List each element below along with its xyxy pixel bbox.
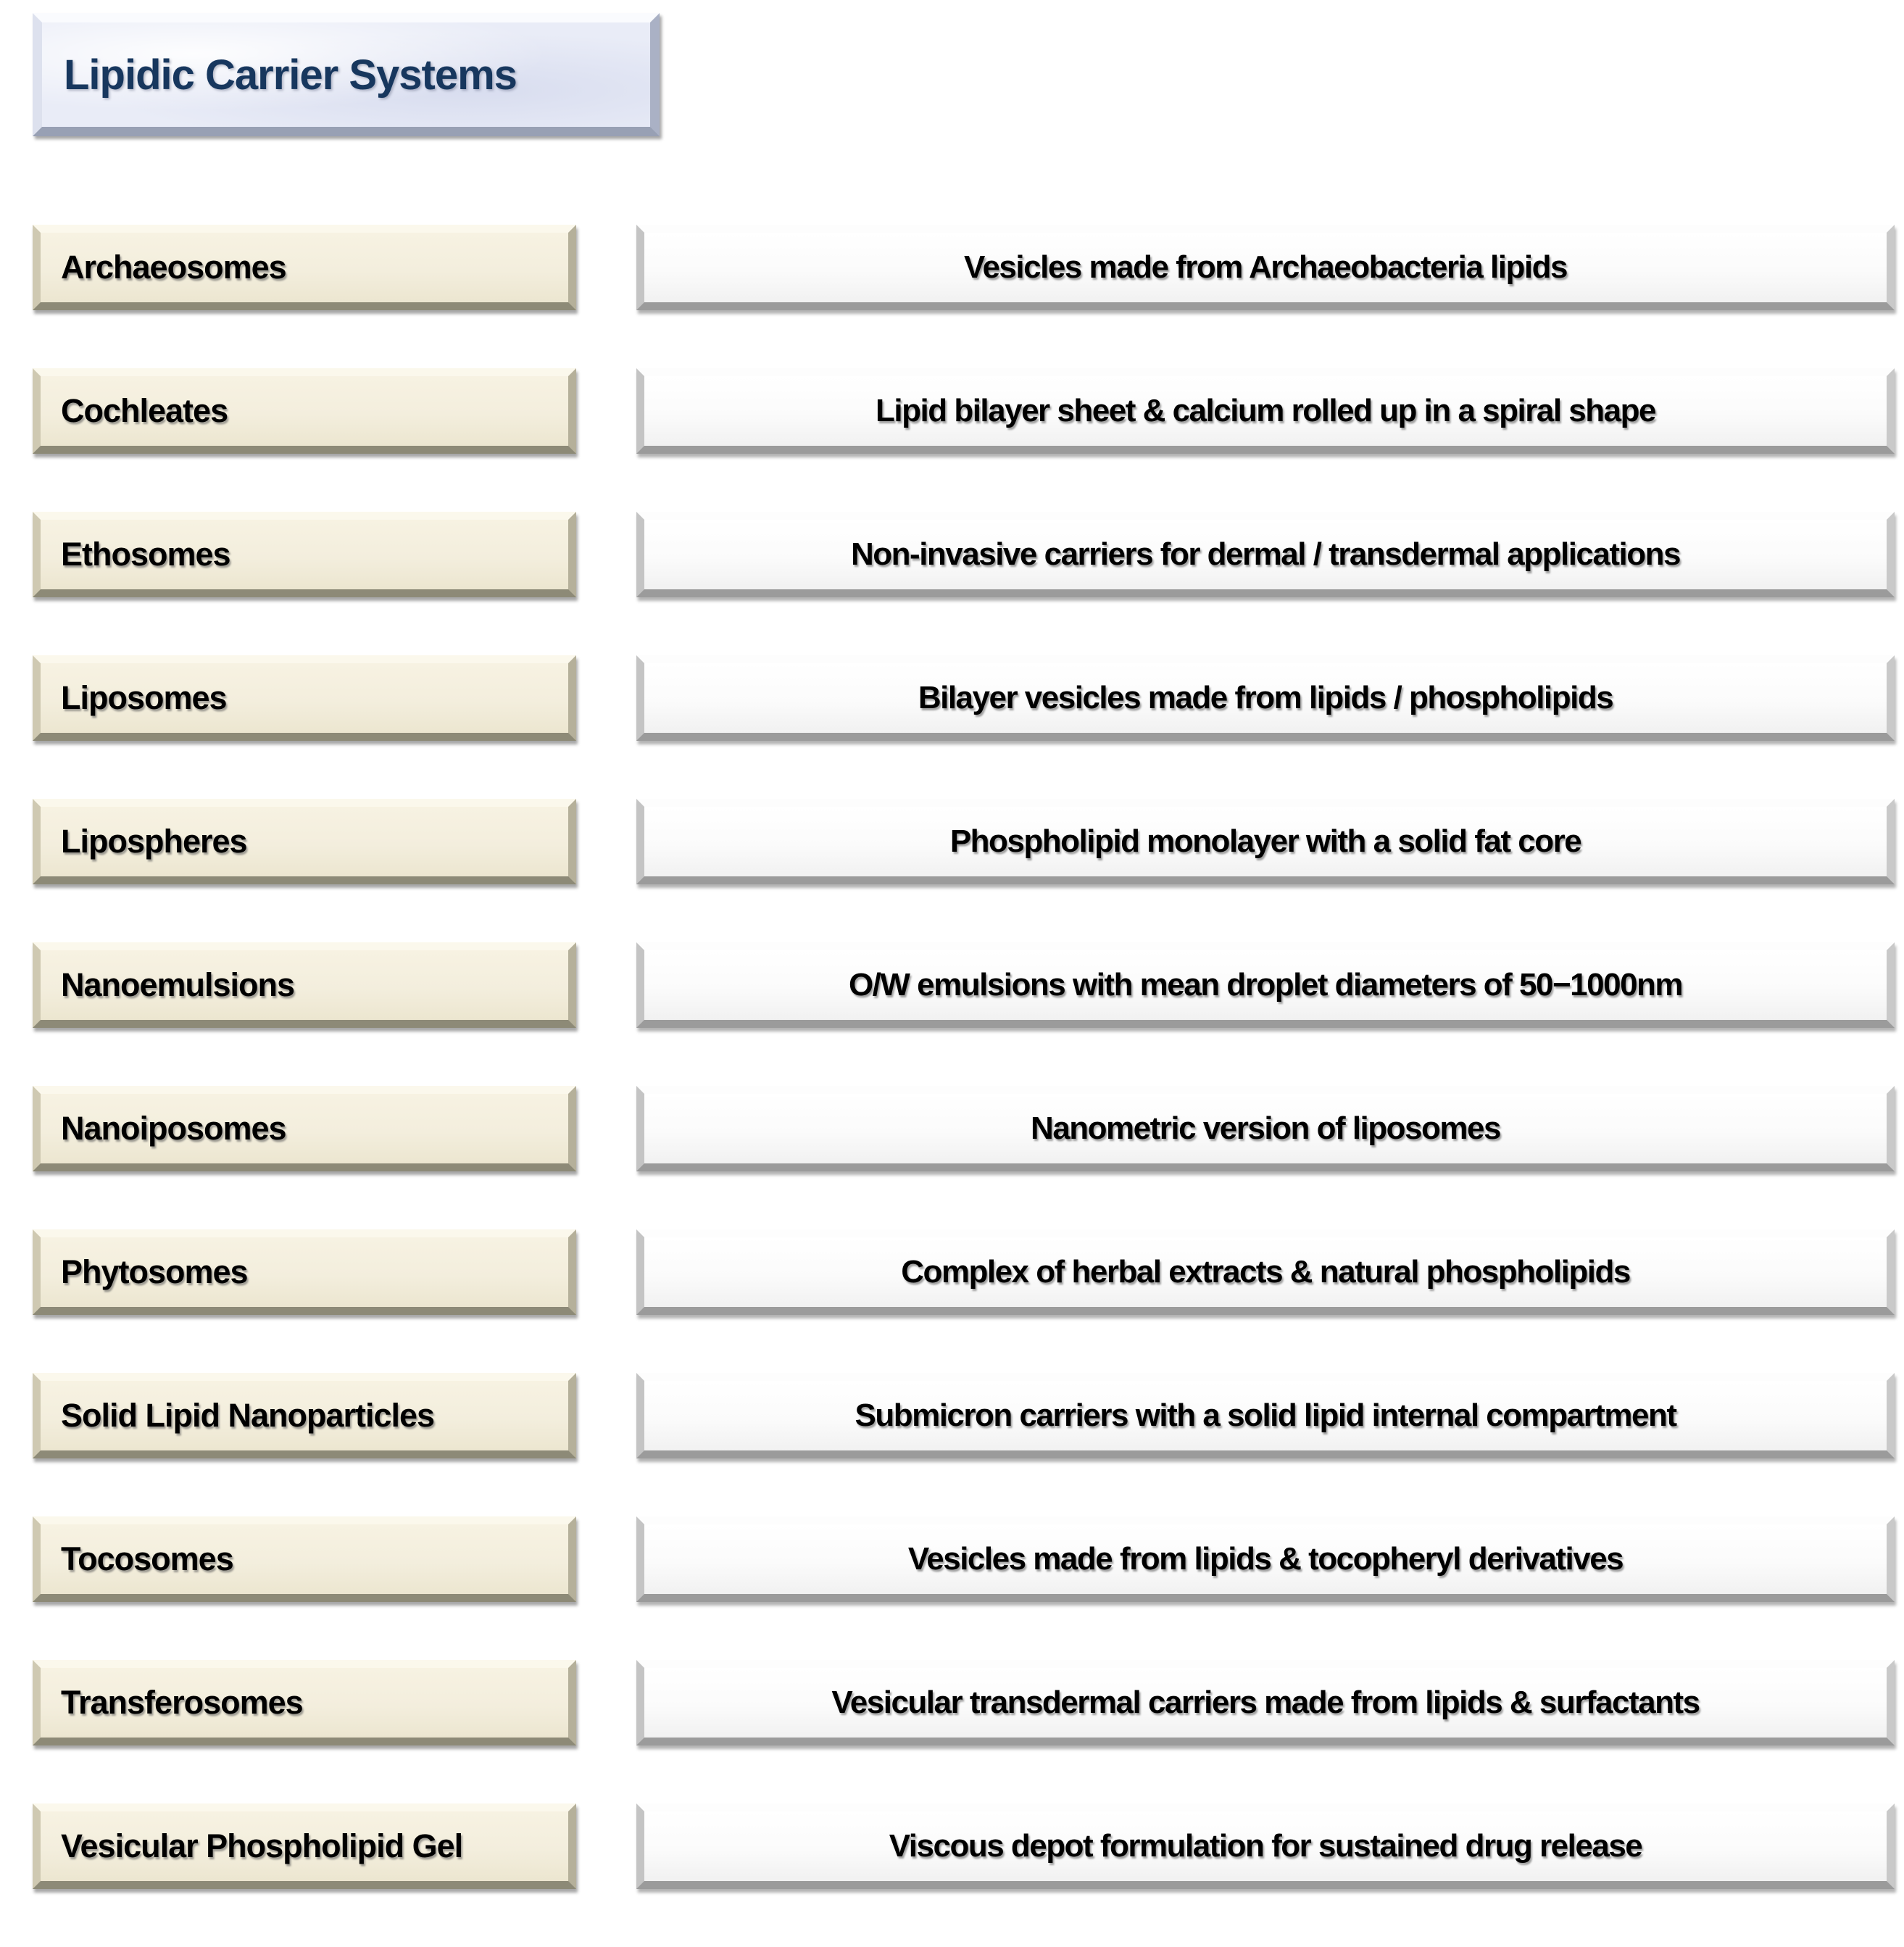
carrier-name-button: Nanoiposomes: [33, 1086, 576, 1171]
carrier-row: Solid Lipid Nanoparticles Submicron carr…: [33, 1373, 1895, 1458]
carrier-description-label: Phospholipid monolayer with a solid fat …: [949, 823, 1582, 859]
carrier-name-button: Phytosomes: [33, 1229, 576, 1315]
carrier-row: Phytosomes Complex of herbal extracts & …: [33, 1229, 1895, 1315]
carrier-name-button: Vesicular Phospholipid Gel: [33, 1803, 576, 1889]
carrier-name-button: Cochleates: [33, 368, 576, 454]
carrier-description-label: Bilayer vesicles made from lipids / phos…: [918, 680, 1614, 715]
carrier-name-label: Archaeosomes: [61, 249, 287, 286]
carrier-description-button: Lipid bilayer sheet & calcium rolled up …: [636, 368, 1895, 454]
carrier-description-label: Complex of herbal extracts & natural pho…: [901, 1254, 1631, 1290]
carrier-row: Cochleates Lipid bilayer sheet & calcium…: [33, 368, 1895, 454]
carrier-description-label: Non-invasive carriers for dermal / trans…: [851, 536, 1681, 572]
carrier-row: Liposomes Bilayer vesicles made from lip…: [33, 655, 1895, 741]
carrier-name-label: Lipospheres: [61, 823, 248, 860]
carrier-description-label: Vesicles made from Archaeobacteria lipid…: [964, 249, 1568, 285]
carrier-name-label: Vesicular Phospholipid Gel: [61, 1827, 463, 1864]
carrier-name-button: Tocosomes: [33, 1516, 576, 1602]
carrier-description-button: Vesicular transdermal carriers made from…: [636, 1660, 1895, 1745]
carrier-name-label: Nanoemulsions: [61, 966, 295, 1003]
carrier-row: Transferosomes Vesicular transdermal car…: [33, 1660, 1895, 1745]
carrier-description-button: Phospholipid monolayer with a solid fat …: [636, 799, 1895, 884]
carrier-description-button: Non-invasive carriers for dermal / trans…: [636, 512, 1895, 597]
carrier-name-button: Nanoemulsions: [33, 942, 576, 1028]
carrier-row: Lipospheres Phospholipid monolayer with …: [33, 799, 1895, 884]
carrier-name-label: Ethosomes: [61, 536, 231, 573]
carrier-row: Ethosomes Non-invasive carriers for derm…: [33, 512, 1895, 597]
carrier-name-label: Transferosomes: [61, 1684, 304, 1721]
carrier-row: Tocosomes Vesicles made from lipids & to…: [33, 1516, 1895, 1602]
carrier-name-button: Solid Lipid Nanoparticles: [33, 1373, 576, 1458]
carrier-rows: Archaeosomes Vesicles made from Archaeob…: [33, 225, 1895, 1947]
carrier-description-button: Submicron carriers with a solid lipid in…: [636, 1373, 1895, 1458]
carrier-description-button: Viscous depot formulation for sustained …: [636, 1803, 1895, 1889]
carrier-row: Nanoiposomes Nanometric version of lipos…: [33, 1086, 1895, 1171]
carrier-description-button: Complex of herbal extracts & natural pho…: [636, 1229, 1895, 1315]
carrier-description-label: Nanometric version of liposomes: [1031, 1111, 1501, 1146]
carrier-row: Archaeosomes Vesicles made from Archaeob…: [33, 225, 1895, 310]
carrier-description-label: Vesicular transdermal carriers made from…: [831, 1685, 1700, 1720]
carrier-row: Vesicular Phospholipid Gel Viscous depot…: [33, 1803, 1895, 1889]
carrier-description-label: Lipid bilayer sheet & calcium rolled up …: [876, 393, 1656, 428]
carrier-name-label: Cochleates: [61, 392, 228, 429]
carrier-description-label: Vesicles made from lipids & tocopheryl d…: [907, 1541, 1624, 1577]
carrier-description-label: O/W emulsions with mean droplet diameter…: [848, 967, 1684, 1002]
carrier-name-label: Nanoiposomes: [61, 1110, 287, 1147]
carrier-name-label: Solid Lipid Nanoparticles: [61, 1397, 435, 1434]
carrier-name-label: Tocosomes: [61, 1540, 234, 1577]
carrier-name-button: Ethosomes: [33, 512, 576, 597]
carrier-description-label: Submicron carriers with a solid lipid in…: [855, 1398, 1677, 1433]
carrier-description-button: O/W emulsions with mean droplet diameter…: [636, 942, 1895, 1028]
carrier-description-button: Vesicles made from lipids & tocopheryl d…: [636, 1516, 1895, 1602]
carrier-name-button: Lipospheres: [33, 799, 576, 884]
carrier-name-label: Phytosomes: [61, 1253, 249, 1290]
carrier-name-label: Liposomes: [61, 679, 228, 716]
carrier-description-button: Nanometric version of liposomes: [636, 1086, 1895, 1171]
carrier-description-button: Vesicles made from Archaeobacteria lipid…: [636, 225, 1895, 310]
page-title: Lipidic Carrier Systems: [64, 51, 517, 99]
carrier-name-button: Transferosomes: [33, 1660, 576, 1745]
page-title-box: Lipidic Carrier Systems: [33, 13, 660, 136]
carrier-description-label: Viscous depot formulation for sustained …: [889, 1828, 1643, 1864]
carrier-description-button: Bilayer vesicles made from lipids / phos…: [636, 655, 1895, 741]
carrier-name-button: Liposomes: [33, 655, 576, 741]
carrier-name-button: Archaeosomes: [33, 225, 576, 310]
carrier-row: Nanoemulsions O/W emulsions with mean dr…: [33, 942, 1895, 1028]
